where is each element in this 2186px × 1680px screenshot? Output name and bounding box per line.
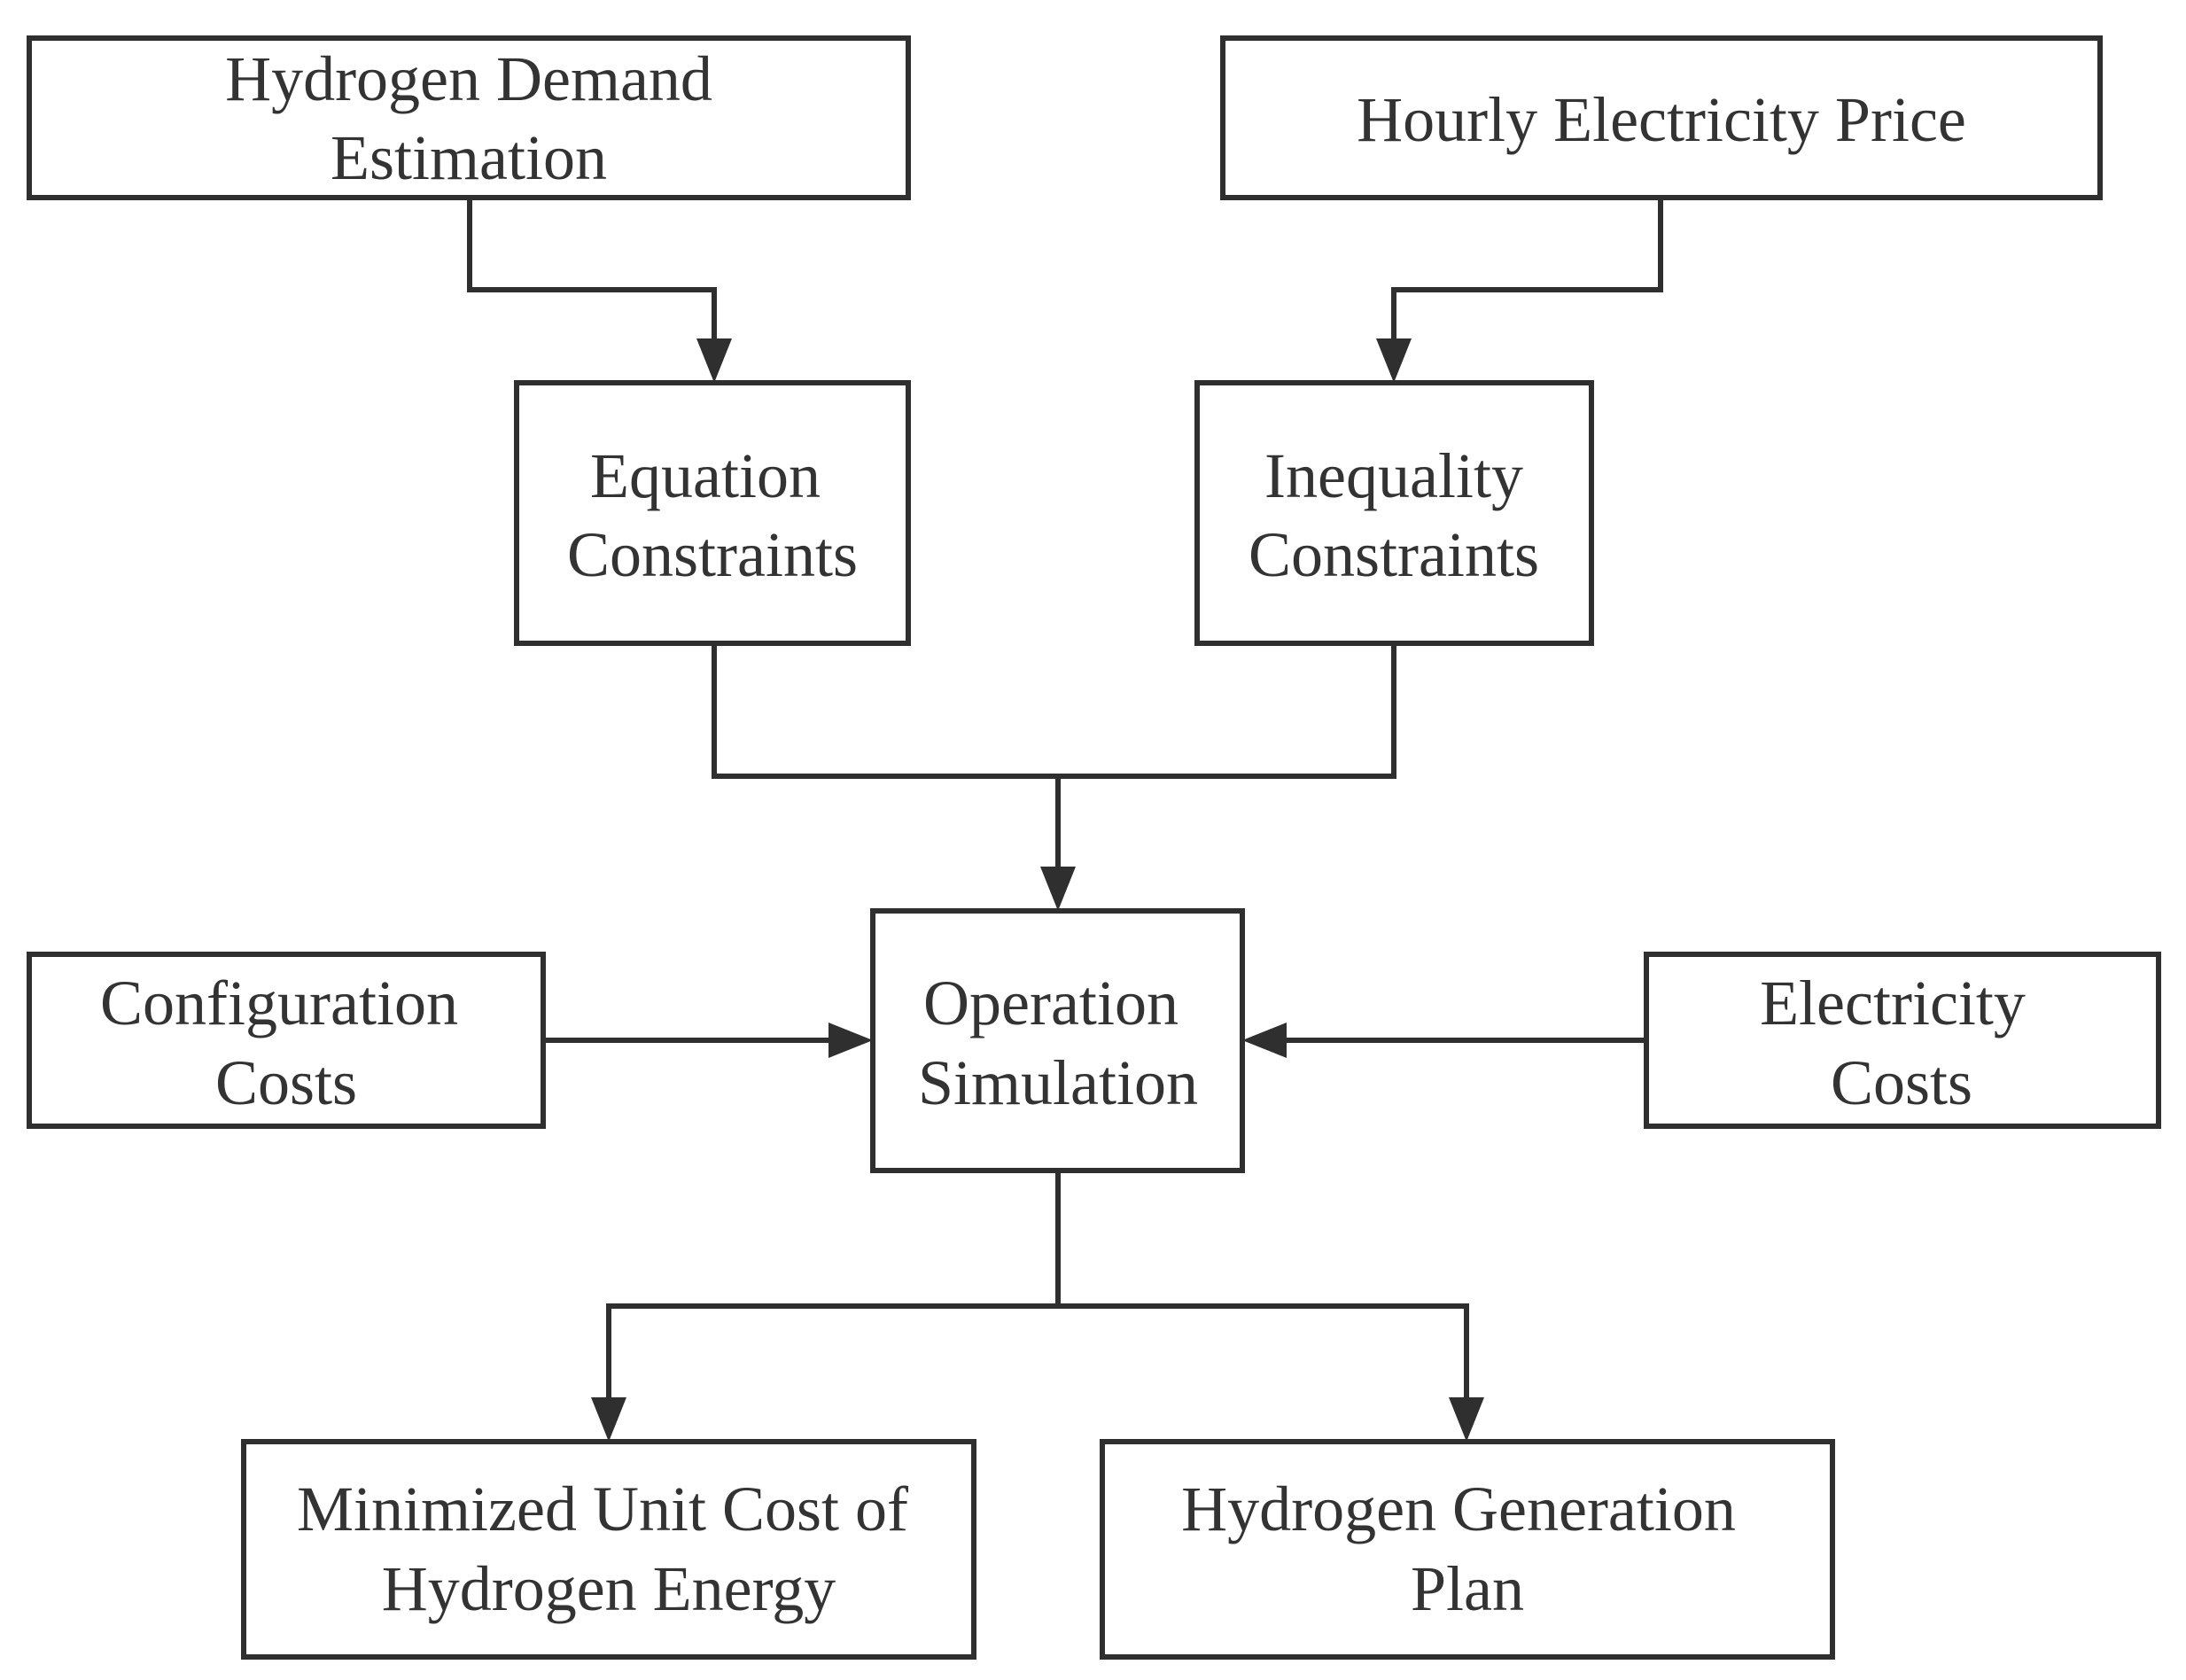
node-hourly-price: Hourly Electricity Price bbox=[1220, 35, 2103, 200]
node-equation-constraints-line-2: Constraints bbox=[567, 519, 858, 590]
node-equation-constraints-line-1: Equation bbox=[590, 440, 821, 511]
connectors bbox=[467, 198, 1663, 1442]
arrowhead-electricity-to-simulation bbox=[1242, 1023, 1287, 1058]
node-electricity-costs: Electricity Costs bbox=[1644, 952, 2161, 1129]
edge-split-to-minimized bbox=[606, 1303, 1058, 1397]
node-configuration-costs-line-1: Configuration bbox=[100, 968, 458, 1038]
node-inequality-constraints-line-2: Constraints bbox=[1249, 519, 1539, 590]
arrowhead-split-to-minimized bbox=[591, 1397, 626, 1442]
node-hourly-price-line-1: Hourly Electricity Price bbox=[1357, 84, 1966, 155]
arrowhead-merge-to-simulation bbox=[1040, 867, 1076, 911]
node-configuration-costs-line-2: Costs bbox=[215, 1047, 357, 1118]
node-electricity-costs-line-1: Electricity bbox=[1760, 968, 2026, 1038]
node-inequality-constraints: Inequality Constraints bbox=[1194, 380, 1594, 646]
node-operation-simulation-line-1: Operation bbox=[923, 968, 1179, 1038]
node-generation-plan: Hydrogen Generation Plan bbox=[1100, 1439, 1835, 1660]
arrowhead-config-to-simulation bbox=[829, 1023, 873, 1058]
arrowhead-demand-to-equation bbox=[696, 338, 732, 383]
node-minimized-cost-line-1: Minimized Unit Cost of bbox=[297, 1474, 908, 1544]
arrowhead-price-to-inequality bbox=[1376, 338, 1412, 383]
node-generation-plan-line-2: Plan bbox=[1411, 1553, 1524, 1624]
node-equation-constraints: Equation Constraints bbox=[514, 380, 911, 646]
node-hydrogen-demand: Hydrogen Demand Estimation bbox=[27, 35, 911, 200]
node-configuration-costs: Configuration Costs bbox=[27, 952, 546, 1129]
edge-demand-to-equation bbox=[467, 198, 717, 338]
edge-equation-to-merge bbox=[712, 643, 1058, 779]
node-electricity-costs-line-2: Costs bbox=[1831, 1047, 1972, 1118]
node-inequality-constraints-line-1: Inequality bbox=[1264, 440, 1523, 511]
edge-inequality-to-merge bbox=[1058, 643, 1396, 779]
node-minimized-cost: Minimized Unit Cost of Hydrogen Energy bbox=[241, 1439, 976, 1660]
edge-price-to-inequality bbox=[1391, 198, 1663, 338]
node-generation-plan-line-1: Hydrogen Generation bbox=[1181, 1474, 1736, 1544]
node-hydrogen-demand-line-2: Estimation bbox=[331, 122, 607, 193]
node-minimized-cost-line-2: Hydrogen Energy bbox=[382, 1553, 836, 1624]
edge-split-to-plan bbox=[1058, 1303, 1469, 1397]
node-operation-simulation: Operation Simulation bbox=[870, 908, 1245, 1173]
node-operation-simulation-line-2: Simulation bbox=[918, 1047, 1198, 1118]
arrowhead-split-to-plan bbox=[1449, 1397, 1484, 1442]
node-hydrogen-demand-line-1: Hydrogen Demand bbox=[225, 43, 712, 114]
